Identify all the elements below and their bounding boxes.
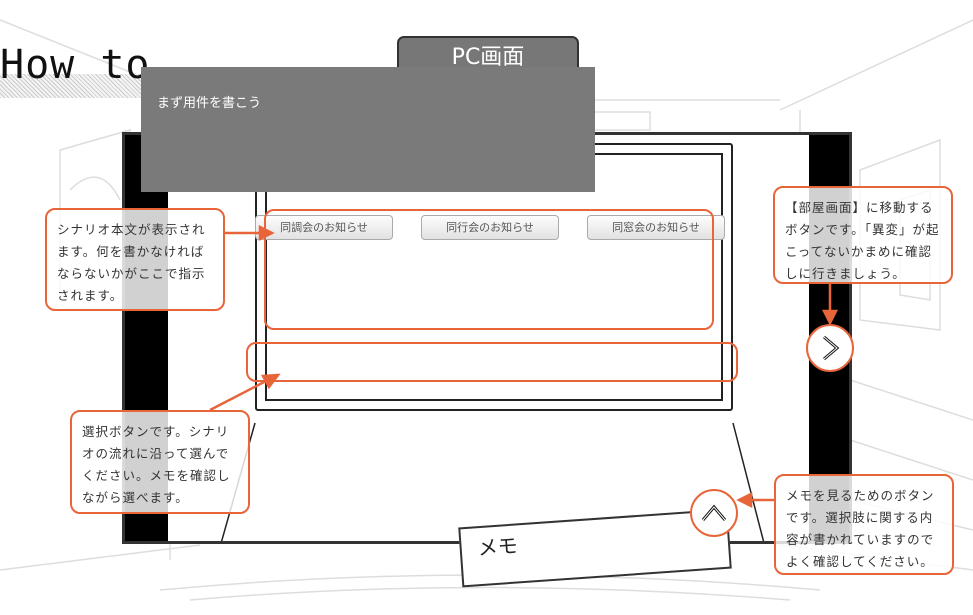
note-room-button: 【部屋画面】に移動するボタンです。「異変」が起こってないかまめに確認しに行きまし… <box>773 186 953 284</box>
note-choices: 選択ボタンです。シナリオの流れに沿って選んでください。メモを確認しながら選べます… <box>70 410 250 514</box>
choice-button-2[interactable]: 同行会のお知らせ <box>421 215 559 240</box>
choice-button-1[interactable]: 同調会のお知らせ <box>255 215 393 240</box>
page-title: How to <box>0 42 151 88</box>
title-underline <box>0 74 168 98</box>
scenario-text-panel: まず用件を書こう <box>141 67 595 192</box>
chevron-up-icon <box>701 504 727 521</box>
note-scenario: シナリオ本文が表示されます。何を書かなければならないかがここで指示されます。 <box>45 208 225 311</box>
note-memo-button: メモを見るためのボタンです。選択肢に関する内容が書かれていますのでよく確認してく… <box>774 474 954 575</box>
chevron-right-icon <box>823 335 840 361</box>
room-screen-button[interactable] <box>806 324 854 372</box>
scenario-highlight <box>264 209 714 330</box>
choice-button-3[interactable]: 同窓会のお知らせ <box>587 215 725 240</box>
choices-highlight <box>246 342 738 382</box>
memo-button[interactable] <box>690 489 738 537</box>
